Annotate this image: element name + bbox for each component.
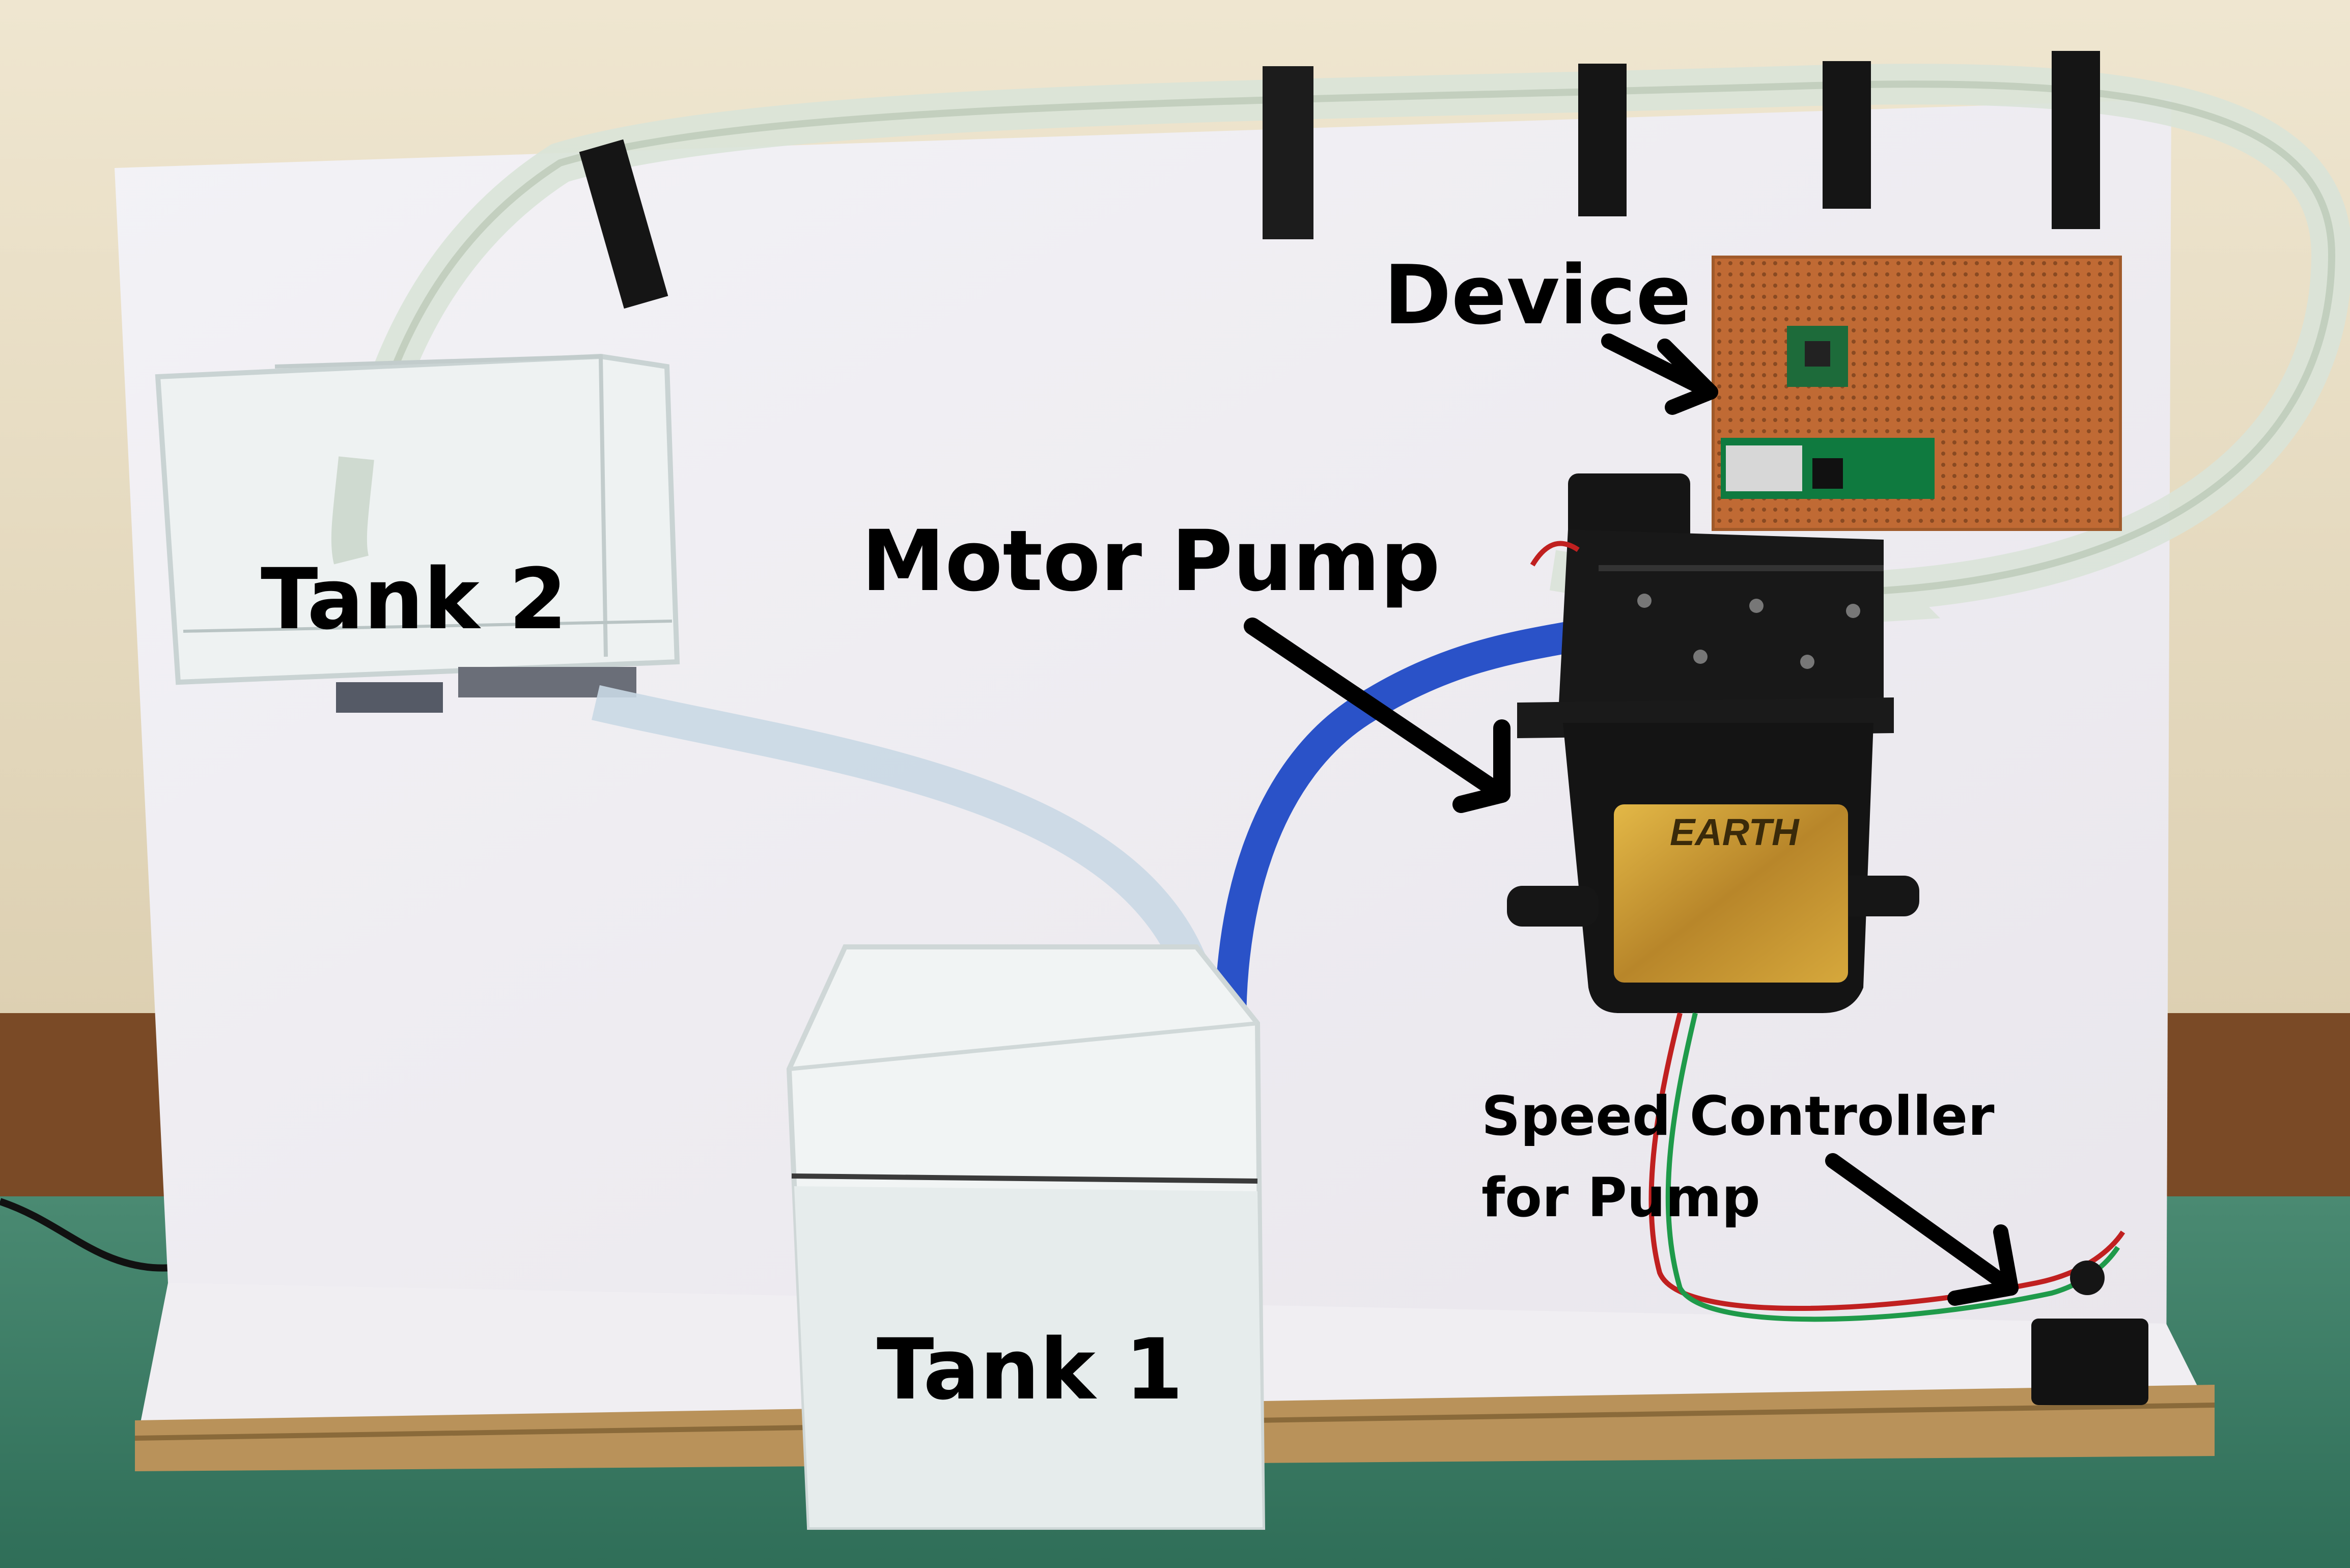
tank-1-label: Tank 1 (877, 1321, 1184, 1418)
tape (1578, 64, 1627, 216)
tape (1823, 61, 1871, 209)
tape (1263, 66, 1313, 239)
device-label: Device (1384, 247, 1691, 343)
red-wire (1648, 1012, 2125, 1311)
speed-controller-label-line1: Speed Controller (1481, 1085, 1995, 1147)
pump-brand: EARTH (1670, 811, 1800, 853)
clear-tube-inside-tank2 (331, 456, 374, 565)
motor-pump-label: Motor Pump (861, 512, 1441, 610)
green-wire (1665, 1012, 2120, 1322)
motor-pump: EARTH (1507, 473, 1919, 1013)
blue-hose (1215, 621, 1576, 1071)
tank-2-label: Tank 2 (261, 550, 568, 648)
tank-1 (786, 944, 1266, 1530)
tape (2052, 51, 2100, 229)
clear-tube-top-highlight (348, 80, 2336, 594)
speed-controller-label-line2: for Pump (1481, 1166, 1760, 1229)
speed-controller (2031, 1261, 2148, 1405)
tape (579, 139, 668, 309)
arrow-speed-controller (1825, 1153, 2019, 1306)
device-board (1712, 256, 2122, 531)
arrow-device (1601, 333, 1718, 415)
tank-2 (155, 353, 680, 713)
arrow-motor-pump (1244, 618, 1510, 813)
red-wire-2 (1530, 541, 1580, 567)
